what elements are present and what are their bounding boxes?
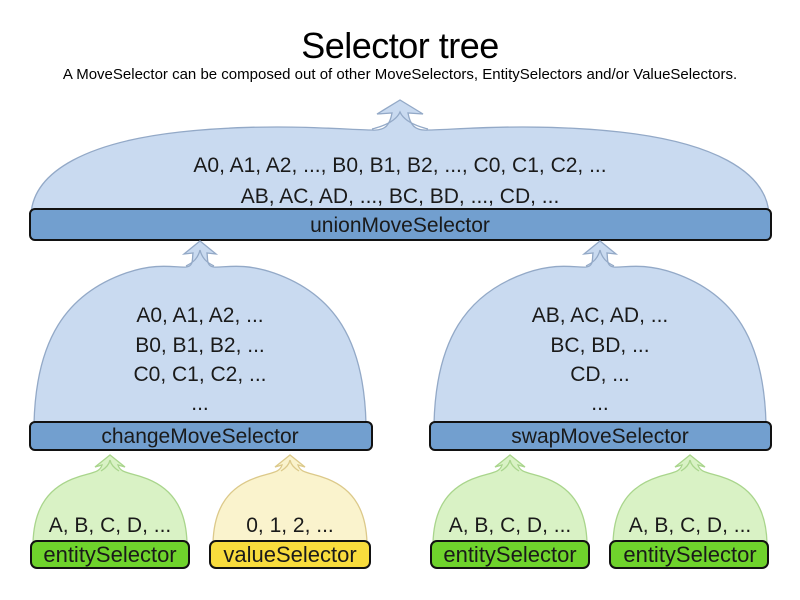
entity-selector-label-3: entitySelector [623,542,756,567]
entity-selector-label-1: entitySelector [43,542,176,567]
entity3-cloud-seam [680,459,700,472]
change-items-line-2: B0, B1, B2, ... [135,334,265,357]
swap-move-selector-bar [429,421,772,451]
entity-selector-bar-1 [30,540,190,569]
change-move-selector-bar [29,421,373,451]
entity2-cloud-seam [500,459,520,472]
change-items-line-1: A0, A1, A2, ... [136,304,263,327]
diagram-title: Selector tree [301,25,499,66]
union-move-selector-node: A0, A1, A2, ..., B0, B1, B2, ..., C0, C1… [29,99,772,241]
entity3-cloud-shape [612,454,768,544]
value-selector-bar [209,540,371,569]
swap-items-line-2: BC, BD, ... [550,334,649,357]
swap-cloud-shape [433,240,767,425]
swap-items-line-1: AB, AC, AD, ... [532,304,669,327]
entity-selector-bar-3 [609,540,769,569]
change-items-line-3: C0, C1, C2, ... [133,363,266,386]
change-items-line-4: ... [191,392,209,415]
value-items-line-1: 0, 1, 2, ... [246,514,334,537]
swap-move-selector-label: swapMoveSelector [511,425,688,448]
change-move-selector-node: A0, A1, A2, ... B0, B1, B2, ... C0, C1, … [29,240,373,451]
union-cloud-seam [371,110,429,130]
entity1-items-line-1: A, B, C, D, ... [49,514,172,537]
swap-move-selector-node: AB, AC, AD, ... BC, BD, ... CD, ... ... … [429,240,772,451]
swap-items-line-3: CD, ... [570,363,630,386]
entity-selector-label-2: entitySelector [443,542,576,567]
entity1-cloud-seam [100,459,120,472]
value-cloud-seam [280,459,300,472]
union-move-selector-label: unionMoveSelector [310,214,490,237]
swap-cloud-seam [585,249,615,267]
entity1-cloud-shape [32,454,188,544]
value-selector-node: 0, 1, 2, ... valueSelector [209,454,371,569]
entity-selector-node-3: A, B, C, D, ... entitySelector [609,454,769,569]
value-selector-label: valueSelector [223,542,356,567]
entity-selector-bar-2 [430,540,590,569]
value-cloud-shape [212,454,368,544]
entity3-items-line-1: A, B, C, D, ... [629,514,752,537]
diagram-subtitle: A MoveSelector can be composed out of ot… [62,66,738,83]
entity2-items-line-1: A, B, C, D, ... [449,514,572,537]
union-move-selector-bar [29,208,772,241]
change-cloud-seam [185,249,215,267]
change-move-selector-label: changeMoveSelector [101,425,298,448]
entity2-cloud-shape [432,454,588,544]
change-cloud-shape [33,240,367,425]
union-items-line-2: AB, AC, AD, ..., BC, BD, ..., CD, ... [241,185,560,208]
entity-selector-node-1: A, B, C, D, ... entitySelector [30,454,190,569]
union-cloud-shape [30,99,770,215]
swap-items-line-4: ... [591,392,609,415]
entity-selector-node-2: A, B, C, D, ... entitySelector [430,454,590,569]
union-items-line-1: A0, A1, A2, ..., B0, B1, B2, ..., C0, C1… [193,154,606,177]
